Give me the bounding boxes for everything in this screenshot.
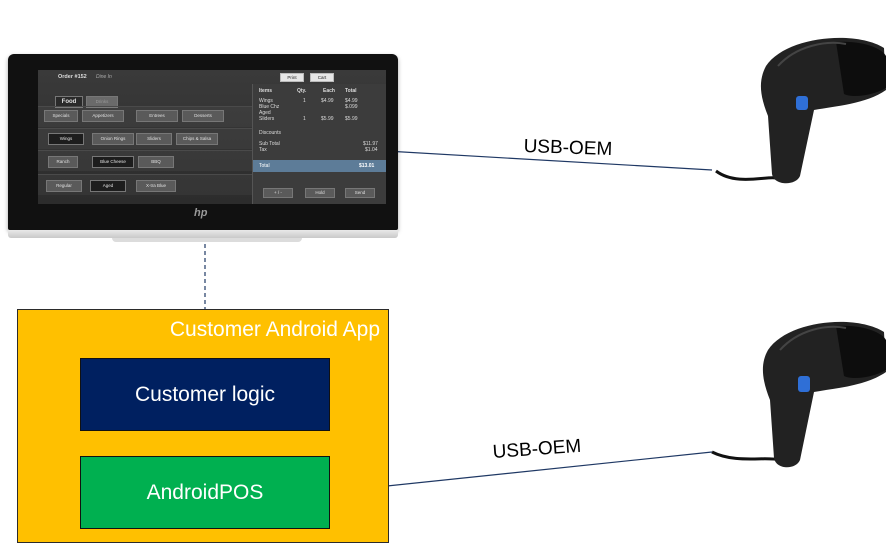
androidpos-label: AndroidPOS — [146, 480, 264, 504]
discounts-label: Discounts — [259, 130, 281, 136]
col-header-items: Items — [259, 88, 273, 94]
order-item-qty: 1 — [303, 116, 306, 122]
app-box-title: Customer Android App — [169, 318, 380, 341]
col-header-each: Each — [323, 88, 335, 94]
order-subtitle: Dine In — [96, 74, 112, 80]
menu-button-desserts[interactable]: Desserts — [182, 110, 224, 122]
androidpos-to-scanner-link — [329, 451, 713, 493]
pos-terminal-stand — [112, 238, 302, 242]
print-button[interactable]: Print — [280, 73, 304, 82]
order-item-each: $5.99 — [321, 116, 334, 122]
barcode-scanner-icon — [715, 37, 886, 184]
menu-button-entrees[interactable]: Entrees — [136, 110, 178, 122]
tab-food[interactable]: Food — [55, 96, 83, 108]
customer-logic-box: Customer logic — [80, 358, 330, 431]
brand-logo: hp — [194, 207, 208, 219]
menu-button-wings[interactable]: Wings — [48, 133, 84, 145]
menu-button-ranch[interactable]: Ranch — [48, 156, 78, 168]
order-item-name: Sliders — [259, 116, 275, 122]
order-item-total: $5.99 — [345, 116, 358, 122]
menu-button-xtra-blue[interactable]: X-tra Blue — [136, 180, 176, 192]
total-bar: Total $13.01 — [253, 160, 386, 172]
customer-logic-label: Customer logic — [134, 382, 276, 406]
plus-minus-button[interactable]: + / - — [263, 188, 293, 198]
tax-value: $1.04 — [365, 147, 378, 153]
menu-button-specials[interactable]: Specials — [44, 110, 78, 122]
menu-button-aged[interactable]: Aged — [90, 180, 126, 192]
connection-label-top: USB-OEM — [523, 136, 613, 161]
subtotal-label: Sub Total — [259, 141, 280, 147]
col-header-qty: Qty. — [297, 88, 307, 94]
tab-drinks[interactable]: Drinks — [86, 96, 118, 108]
pos-terminal-base — [8, 230, 398, 238]
androidpos-box: AndroidPOS — [80, 456, 330, 529]
order-item-qty: 1 — [303, 98, 306, 104]
menu-button-chips-salsa[interactable]: Chips & Salsa — [176, 133, 218, 145]
order-panel: Items Qty. Each Total Wings 1 $4.99 $4.9… — [252, 84, 386, 204]
order-item-name: Blue Chz — [259, 104, 280, 110]
subtotal-value: $11.97 — [363, 141, 378, 147]
order-item-total: $.099 — [345, 104, 358, 110]
col-header-total: Total — [345, 88, 357, 94]
hold-button[interactable]: Hold — [305, 188, 335, 198]
total-value: $13.01 — [359, 163, 375, 169]
tax-label: Tax — [259, 147, 267, 153]
pos-screen: Order #152 Dine In Print Cart Food Drink… — [38, 70, 386, 204]
total-label: Total — [259, 163, 270, 169]
order-item-total: $4.99 — [345, 98, 358, 104]
order-item-name: Wings — [259, 98, 273, 104]
cart-button[interactable]: Cart — [310, 73, 334, 82]
menu-button-appetizers[interactable]: Appetizers — [82, 110, 124, 122]
menu-button-onion-rings[interactable]: Onion Rings — [92, 133, 134, 145]
order-title: Order #152 — [58, 74, 87, 80]
order-item-each: $4.99 — [321, 98, 334, 104]
terminal-to-scanner-link — [385, 150, 713, 171]
barcode-scanner-icon — [711, 321, 886, 468]
menu-button-sliders[interactable]: Sliders — [136, 133, 172, 145]
send-button[interactable]: Send — [345, 188, 375, 198]
menu-button-bbq[interactable]: BBQ — [138, 156, 174, 168]
menu-button-regular[interactable]: Regular — [46, 180, 82, 192]
menu-button-blue-cheese[interactable]: Blue Cheese — [92, 156, 134, 168]
order-item-name: Aged — [259, 110, 271, 116]
